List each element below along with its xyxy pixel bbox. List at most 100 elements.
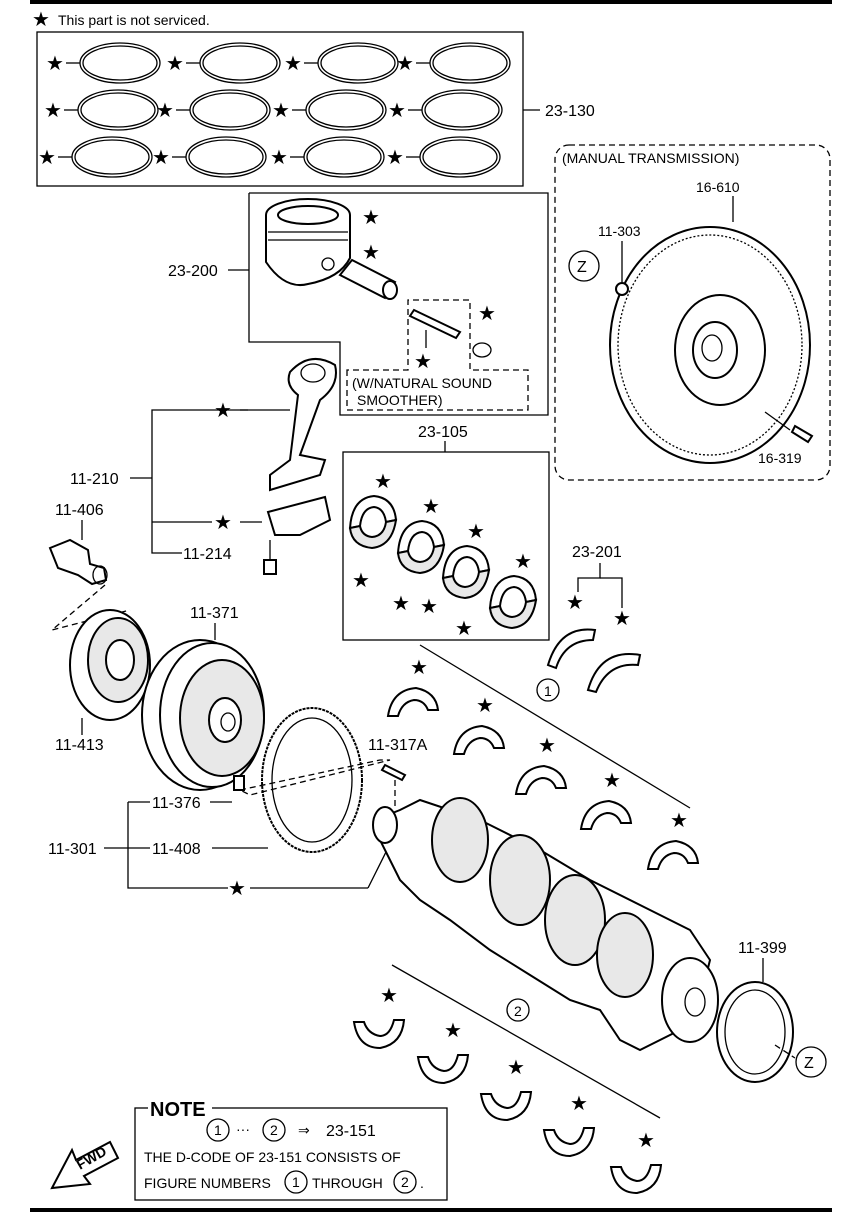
rod-bearings-box: [342, 451, 550, 641]
star-icon: ★: [386, 145, 404, 169]
star-icon: ★: [388, 98, 406, 122]
conn-rod-group: ★ ★ 11-210 11-214: [70, 357, 337, 575]
note-line2: THE D-CODE OF 23-151 CONSISTS OF: [144, 1149, 401, 1165]
svg-text:★: ★: [603, 768, 621, 792]
note-circle-a: 1: [214, 1122, 222, 1138]
piston-ring: ★: [166, 42, 281, 84]
label-11-317A: 11-317A: [368, 737, 428, 754]
main-bearing-lower: ★: [609, 1128, 663, 1195]
label-11-214: 11-214: [183, 546, 232, 563]
label-11-406: 11-406: [55, 502, 104, 519]
label-manual-trans: (MANUAL TRANSMISSION): [562, 150, 739, 166]
main-bearing-lower: ★: [352, 983, 406, 1050]
pulley-bolt: [48, 538, 108, 586]
smoother-box: [346, 299, 529, 411]
manual-trans-box: [554, 144, 831, 481]
connecting-rod: [269, 357, 337, 492]
label-11-413: 11-413: [55, 737, 104, 754]
main-bearings-upper: ★★★★★: [386, 655, 700, 870]
rod-bearing-shell: ★: [441, 519, 491, 600]
thrust-bearings-group: 23-201 ★ ★: [546, 544, 642, 694]
note-circle-b: 2: [270, 1122, 278, 1138]
flywheel-plug: [615, 282, 629, 296]
note-box: NOTE 1 ··· 2 ⇒ 23-151 THE D-CODE OF 23-1…: [134, 1098, 448, 1201]
note-line3-n2: 2: [401, 1174, 409, 1190]
smoother-pin: [408, 308, 462, 340]
pulley-group: 11-371: [141, 605, 265, 791]
plate-group: [233, 707, 391, 853]
z-marker-top: [568, 250, 600, 282]
label-23-105: 23-105: [418, 424, 468, 441]
ring-set-box: [36, 31, 524, 187]
star-icon: ★: [284, 51, 302, 75]
rod-bolt: [263, 559, 277, 575]
star-icon: ★: [392, 591, 410, 615]
label-11-376: 11-376: [152, 795, 201, 812]
note-line3: FIGURE NUMBERS: [144, 1175, 271, 1191]
rod-bearing-shell: ★: [396, 494, 446, 575]
piston-ring: ★: [46, 42, 161, 84]
svg-text:★: ★: [478, 301, 496, 325]
piston-body: [265, 215, 351, 286]
star-icon: ★: [44, 98, 62, 122]
main-bearings-lower: ★★★★★: [352, 983, 663, 1195]
label-11-303: 11-303: [598, 223, 641, 239]
star-icon: ★: [396, 51, 414, 75]
oil-seal-group: 11-399 Z: [716, 940, 827, 1083]
circle-1-text: 1: [544, 683, 552, 699]
legend-star-icon: ★: [32, 7, 50, 31]
note-dots: ···: [236, 1121, 250, 1137]
svg-text:★: ★: [362, 205, 380, 229]
label-z-bottom: Z: [804, 1055, 814, 1072]
label-11-408: 11-408: [152, 841, 201, 858]
note-code: 23-151: [326, 1123, 376, 1140]
note-arrow: ⇒: [298, 1122, 310, 1138]
crankshaft: [372, 797, 719, 1052]
star-icon: ★: [152, 145, 170, 169]
star-icon: ★: [166, 51, 184, 75]
star-icon: ★: [46, 51, 64, 75]
piston-ring: ★: [272, 89, 387, 131]
svg-text:★: ★: [566, 590, 584, 614]
label-11-399: 11-399: [738, 940, 787, 957]
main-bearing-upper: ★: [386, 655, 440, 717]
note-line3-n1: 1: [292, 1174, 300, 1190]
flywheel-group: (MANUAL TRANSMISSION) 16-610 11-303 Z 16…: [554, 144, 831, 481]
piston-ring: ★: [386, 136, 501, 178]
thrust-washer-1: [546, 628, 597, 670]
piston-ring: ★: [270, 136, 385, 178]
svg-text:★: ★: [362, 240, 380, 264]
piston-pin: [338, 258, 397, 300]
piston-box: [248, 192, 549, 416]
ring-set-group: ★★★★★★★★★★★★ 23-130: [36, 31, 595, 187]
main-bearing-upper: ★: [646, 808, 700, 870]
bolt-376: [233, 775, 245, 791]
label-sound-smoother: (W/NATURAL SOUND: [352, 375, 492, 391]
svg-text:★: ★: [410, 655, 428, 679]
svg-text:★: ★: [214, 510, 232, 534]
star-icon: ★: [420, 594, 438, 618]
label-z-top: Z: [577, 259, 587, 276]
star-icon: ★: [156, 98, 174, 122]
z-marker-bottom: [795, 1046, 827, 1078]
note-title: NOTE: [150, 1099, 206, 1121]
star-icon: ★: [272, 98, 290, 122]
svg-text:★: ★: [514, 549, 532, 573]
main-bearing-upper: ★: [514, 733, 568, 795]
star-icon: ★: [270, 145, 288, 169]
main-bearing-lower: ★: [479, 1055, 533, 1122]
svg-text:★: ★: [228, 876, 246, 900]
label-11-210: 11-210: [70, 471, 119, 488]
piston-ring: ★: [152, 136, 267, 178]
pulley-hub-group: 11-413: [55, 609, 151, 754]
label-23-200: 23-200: [168, 263, 218, 280]
svg-text:★: ★: [570, 1091, 588, 1115]
svg-text:★: ★: [422, 494, 440, 518]
rod-cap: [266, 495, 332, 536]
piston-ring: ★: [284, 42, 399, 84]
label-16-319: 16-319: [758, 450, 802, 466]
oil-seal: [716, 981, 794, 1083]
bottom-border: [30, 1208, 832, 1212]
flywheel-bolt: [790, 424, 814, 444]
svg-text:★: ★: [613, 606, 631, 630]
